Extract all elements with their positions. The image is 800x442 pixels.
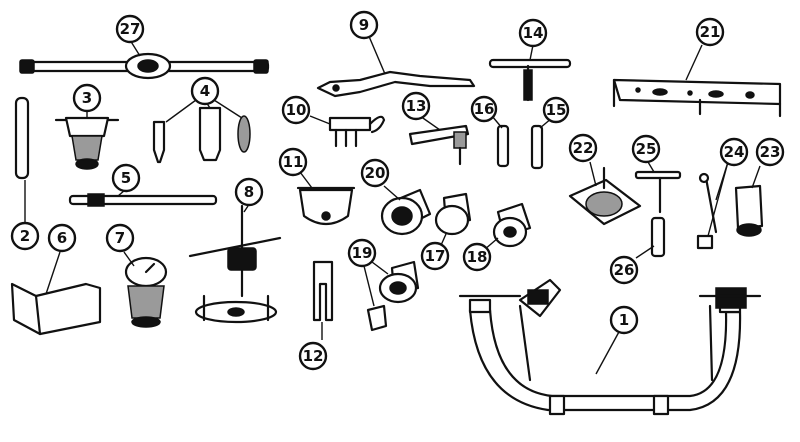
callout-22: 22 xyxy=(568,133,598,163)
callout-14: 14 xyxy=(518,18,548,48)
callout-11: 11 xyxy=(278,147,308,177)
callout-6: 6 xyxy=(47,223,77,253)
callout-13-label: 13 xyxy=(406,97,427,115)
callout-7-label: 7 xyxy=(115,229,125,247)
part-19-bell xyxy=(363,260,420,332)
callout-27-label: 27 xyxy=(120,20,141,38)
part-20-bell xyxy=(380,185,432,236)
callout-12-label: 12 xyxy=(303,347,324,365)
callout-8: 8 xyxy=(234,177,264,207)
callout-9-label: 9 xyxy=(359,16,369,34)
callout-10: 10 xyxy=(281,95,311,125)
callout-20-label: 20 xyxy=(365,164,386,182)
part-2-pin xyxy=(14,96,30,222)
callout-4-label: 4 xyxy=(200,82,210,100)
callout-9: 9 xyxy=(349,10,379,40)
part-12-fork xyxy=(312,260,334,340)
callout-21: 21 xyxy=(695,17,725,47)
part-14-t-bar xyxy=(488,44,572,102)
callout-3-label: 3 xyxy=(82,89,92,107)
part-11-cup xyxy=(296,171,356,226)
part-25-tbar xyxy=(634,161,682,214)
callout-8-label: 8 xyxy=(244,183,254,201)
callout-2-label: 2 xyxy=(20,227,30,245)
callout-17-label: 17 xyxy=(425,247,446,265)
callout-13: 13 xyxy=(401,91,431,121)
callout-20: 20 xyxy=(360,158,390,188)
callout-1-label: 1 xyxy=(619,311,629,329)
part-4-bushes xyxy=(152,99,251,164)
callout-26-label: 26 xyxy=(614,261,635,279)
part-21-rail xyxy=(612,44,782,118)
callout-17: 17 xyxy=(420,241,450,271)
part-6-plate xyxy=(10,251,102,336)
part-15-pin xyxy=(530,117,553,170)
part-9-lever xyxy=(316,33,476,98)
callout-16: 16 xyxy=(470,95,498,123)
callout-3: 3 xyxy=(72,83,102,113)
callout-24: 24 xyxy=(719,137,749,167)
part-8-tpuller xyxy=(188,204,282,324)
part-17-bell xyxy=(434,192,472,253)
callout-11-label: 11 xyxy=(283,153,304,171)
callout-6-label: 6 xyxy=(57,229,67,247)
callout-5-label: 5 xyxy=(121,169,131,187)
callout-15-label: 15 xyxy=(546,101,567,119)
callout-1: 1 xyxy=(609,305,639,335)
callout-24-label: 24 xyxy=(724,143,745,161)
callout-25: 25 xyxy=(631,134,661,164)
callout-25-label: 25 xyxy=(636,140,657,158)
callout-4: 4 xyxy=(190,76,220,106)
callout-26: 26 xyxy=(609,255,639,285)
callout-27: 27 xyxy=(115,14,145,44)
part-16-pin xyxy=(491,115,510,168)
callout-10-label: 10 xyxy=(286,101,307,119)
part-10-bracket xyxy=(309,115,386,148)
callout-22-label: 22 xyxy=(573,139,594,157)
callout-16-label: 16 xyxy=(474,100,495,118)
callout-7: 7 xyxy=(105,223,135,253)
part-23-sleeve xyxy=(734,165,764,237)
callout-23-label: 23 xyxy=(760,143,781,161)
callout-12: 12 xyxy=(298,341,328,371)
part-27-die-stock xyxy=(19,39,270,80)
callout-18-label: 18 xyxy=(467,248,488,266)
part-1-frame xyxy=(458,278,762,416)
part-24-screws xyxy=(696,161,729,250)
part-13-spoon xyxy=(408,115,470,166)
part-7-gauge xyxy=(123,251,168,328)
part-26-pin xyxy=(635,216,666,259)
callout-layer: 27 9 14 21 3 4 10 13 16 15 22 25 24 23 5… xyxy=(10,10,785,371)
callout-18: 18 xyxy=(462,242,492,272)
callout-19-label: 19 xyxy=(352,244,373,262)
callout-19: 19 xyxy=(347,238,377,268)
part-22-holder xyxy=(568,161,642,226)
callout-15: 15 xyxy=(542,96,570,124)
part-18-bell xyxy=(483,202,532,251)
callout-14-label: 14 xyxy=(523,24,544,42)
callout-2: 2 xyxy=(10,221,40,251)
part-3-puller xyxy=(54,108,120,170)
part-5-shaft xyxy=(68,189,218,207)
callout-23: 23 xyxy=(755,137,785,167)
callout-21-label: 21 xyxy=(700,23,721,41)
callout-5: 5 xyxy=(111,163,141,193)
